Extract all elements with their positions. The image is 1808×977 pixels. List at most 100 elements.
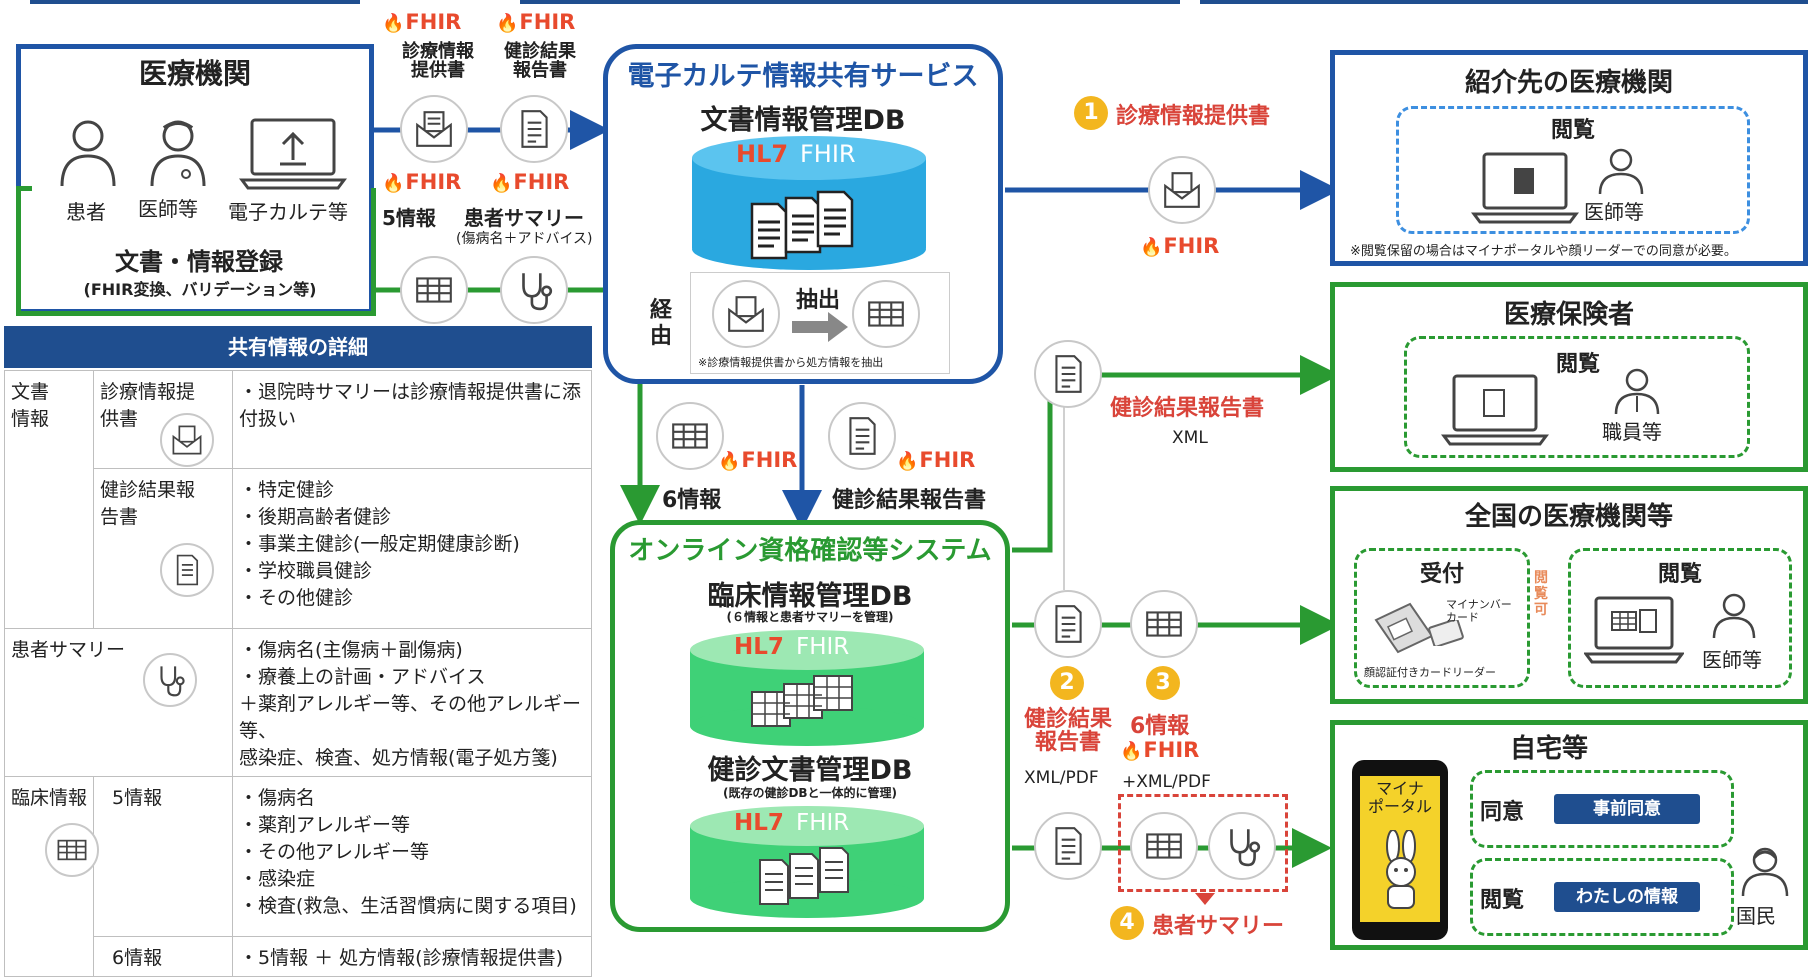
fhir-badge-3: FHIR	[382, 170, 461, 194]
medical-institution-title: 医療機関	[138, 57, 251, 90]
step-1-label: 診療情報提供書	[1116, 104, 1271, 129]
patient-icon	[60, 120, 116, 187]
checkup-db-title: 健診文書管理DB	[707, 755, 913, 786]
bottom-stethoscope-circle	[1208, 812, 1276, 880]
summary-sub-label: (傷病名＋アドバイス)	[456, 231, 593, 247]
table-grid-icon	[868, 301, 904, 327]
row4-group: 臨床情報	[11, 787, 88, 809]
checkup-report-label: 健診結果 報告書	[504, 41, 576, 81]
step-2-format: XML/PDF	[1024, 768, 1099, 788]
staff-icon	[1614, 368, 1660, 415]
bottom-report-circle	[1034, 812, 1102, 880]
row4-desc: ・傷病名 ・薬剤アレルギー等 ・その他アレルギー等 ・感染症 ・検査(救急、生活…	[232, 776, 592, 937]
clinical-doc-circle	[400, 95, 468, 163]
envelope-doc-icon	[172, 425, 202, 455]
flow-six-info-circle	[1130, 590, 1198, 658]
clinical-db-fhir: FHIR	[796, 634, 850, 660]
register-title: 文書・情報登録	[115, 248, 283, 276]
insurer-staff-label: 職員等	[1602, 420, 1662, 444]
row4-name: 5情報	[93, 776, 234, 937]
step-2-badge: 2	[1050, 666, 1084, 700]
six-info-circle	[656, 402, 724, 470]
checkup-report-circle	[500, 95, 568, 163]
insurer-report-circle	[1034, 340, 1102, 408]
row1-desc: ・退院時サマリーは診療情報提供書に添 付扱い	[232, 370, 592, 469]
citizen-label: 国民	[1736, 904, 1776, 928]
report-doc-icon	[1055, 355, 1082, 393]
laptop-icon	[1471, 152, 1579, 224]
mid-report-circle	[828, 402, 896, 470]
report-doc-icon	[176, 554, 199, 586]
referral-view-frame	[1396, 106, 1750, 234]
insurer-view-label: 閲覧	[1556, 352, 1601, 377]
consent-button[interactable]: 事前同意	[1554, 794, 1700, 824]
report-doc-icon	[1055, 827, 1082, 865]
envelope-doc-icon	[416, 111, 452, 147]
five-info-circle	[400, 256, 468, 324]
row2-desc: ・特定健診 ・後期高齢者健診 ・事業主健診(一般定期健康診断) ・学校職員健診 …	[232, 468, 592, 629]
view-allowed-label: 閲覧可	[1534, 570, 1548, 618]
checkup-db-fhir: FHIR	[796, 810, 850, 836]
report-doc-icon	[521, 110, 548, 148]
mynumber-card-icon	[1428, 620, 1464, 646]
ehr-label: 電子カルテ等	[228, 200, 348, 224]
doc-db-title: 文書情報管理DB	[700, 105, 906, 136]
laptop-icon	[1441, 374, 1549, 446]
row3-name-cell: 患者サマリー	[3, 628, 234, 777]
table-row: 臨床情報 5情報 ・傷病名 ・薬剤アレルギー等 ・その他アレルギー等 ・感染症 …	[3, 776, 592, 977]
extract-panel	[690, 272, 950, 374]
portal-label: マイナ ポータル	[1367, 779, 1432, 816]
doctor-icon	[1598, 148, 1644, 195]
my-info-button[interactable]: わたしの情報	[1554, 882, 1700, 912]
doc-db-fhir: FHIR	[800, 140, 856, 168]
report-doc-icon	[1055, 605, 1082, 643]
insurer-xml-label: XML	[1172, 428, 1208, 448]
doctor-label: 医師等	[138, 197, 198, 221]
national-view-label: 閲覧	[1657, 562, 1702, 587]
row3-desc: ・傷病名(主傷病＋副傷病) ・療養上の計画・アドバイス ＋薬剤アレルギー等、その…	[232, 628, 592, 777]
citizen-icon	[1741, 847, 1789, 897]
table-grid-icon	[57, 839, 87, 861]
row4-icon-circle	[45, 823, 99, 877]
laptop-icon	[1584, 596, 1684, 664]
doc-info-cell: 文書 情報	[3, 370, 95, 629]
fhir-badge-1: FHIR	[382, 10, 461, 34]
bottom-six-info-circle	[1130, 812, 1198, 880]
rabbit-mascot-icon	[1386, 830, 1416, 909]
clinical-db-cylinder	[690, 630, 924, 746]
insurer-box	[1330, 282, 1808, 472]
referral-view-label: 閲覧	[1550, 118, 1595, 143]
extract-note: ※診療情報提供書から処方情報を抽出	[698, 356, 884, 369]
top-strip-2	[520, 0, 1180, 4]
step-3-format: +XML/PDF	[1122, 772, 1211, 792]
reader-label: 顔認証付きカードリーダー	[1364, 666, 1496, 679]
patient-label: 患者	[66, 200, 106, 224]
ehr-laptop-icon	[239, 118, 347, 190]
online-system-title: オンライン資格確認等システム	[628, 536, 992, 566]
row3-name: 患者サマリー	[11, 639, 126, 661]
step-4-badge: 4	[1110, 906, 1144, 940]
step-4-label: 患者サマリー	[1152, 914, 1285, 939]
detail-header: 共有情報の詳細	[4, 326, 592, 368]
mid-report-label: 健診結果報告書	[832, 488, 987, 513]
extract-target-circle	[852, 280, 920, 348]
home-view-frame	[1470, 858, 1734, 936]
patient-summary-label: 患者サマリー	[464, 206, 584, 230]
row1-icon-circle	[160, 413, 215, 467]
top-strip-3	[1200, 0, 1808, 4]
row1-name: 診療情報提 供書	[100, 381, 196, 430]
extract-label: 抽出	[796, 288, 841, 313]
mynumber-label: マイナンバー カード	[1446, 598, 1512, 624]
stethoscope-icon	[522, 273, 553, 311]
fhir-badge-mid-report: FHIR	[896, 448, 975, 472]
insurer-title: 医療保険者	[1503, 300, 1634, 330]
checkup-db-sub: (既存の健診DBと一体的に管理)	[722, 786, 898, 800]
reception-frame	[1354, 548, 1530, 688]
patient-summary-circle	[500, 256, 568, 324]
clinical-db-title: 臨床情報管理DB	[707, 581, 913, 612]
step-3-badge: 3	[1146, 666, 1180, 700]
ehr-service-title: 電子カルテ情報共有サービス	[627, 61, 979, 92]
table-row: 健診結果報 告書 ・特定健診 ・後期高齢者健診 ・事業主健診(一般定期健康診断)…	[5, 468, 592, 629]
detail-table: 文書 情報 診療情報提 供書 ・退院時サマリーは診療情報提供書に添 付扱い 健診…	[3, 370, 592, 977]
table-grid-icon	[1146, 611, 1182, 637]
